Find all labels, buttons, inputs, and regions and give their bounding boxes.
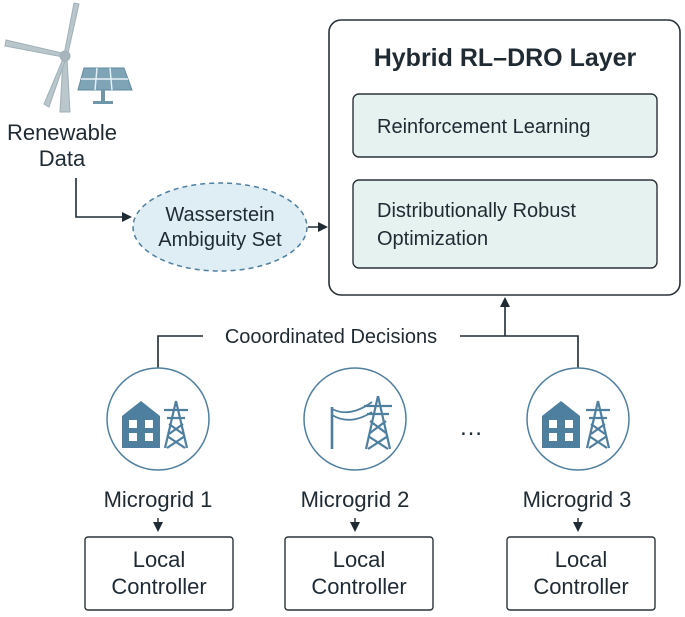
reinforcement-learning-label: Reinforcement Learning — [377, 116, 590, 138]
microgrid-2-label: Microgrid 2 — [301, 487, 410, 512]
local-controller-2-box — [284, 536, 434, 611]
ambiguity-set-ellipse — [132, 182, 308, 272]
local-controller-1-box — [84, 536, 234, 611]
coordination-bus — [157, 335, 579, 371]
dro-label-line2: Optimization — [377, 228, 488, 250]
local-controller-3-box — [506, 536, 656, 611]
wind-turbine-icon — [4, 2, 80, 113]
local-controller-3-label-line1: Local — [555, 547, 608, 572]
dro-label-line1: Distributionally Robust — [377, 200, 576, 222]
local-controller-1-label-line1: Local — [133, 547, 186, 572]
renewable-data-label-line2: Data — [39, 146, 86, 171]
reinforcement-learning-box — [352, 93, 658, 158]
ambiguity-set-label-line2: Ambiguity Set — [158, 229, 282, 251]
more-microgrids-ellipsis: … — [459, 414, 483, 441]
house-tower-icon — [122, 400, 189, 449]
local-controller-3-label-line2: Controller — [533, 574, 628, 599]
dro-box — [352, 179, 658, 269]
renewable-data-label-line1: Renewable — [7, 120, 117, 145]
microgrid-3-label: Microgrid 3 — [523, 487, 632, 512]
renewable-to-ambiguity-connector — [75, 178, 132, 222]
microgrid-1-label: Microgrid 1 — [104, 487, 213, 512]
local-controller-2-label-line2: Controller — [311, 574, 406, 599]
coordinated-decisions-label: Cooordinated Decisions — [225, 326, 437, 348]
solar-panel-icon — [77, 67, 133, 104]
local-controller-2-label-line1: Local — [333, 547, 386, 572]
ambiguity-set-label-line1: Wasserstein — [165, 204, 274, 226]
power-pylon-icon — [330, 395, 392, 450]
local-controller-1-label-line2: Controller — [111, 574, 206, 599]
house-tower-icon — [542, 400, 611, 449]
hybrid-layer-title: Hybrid RL–DRO Layer — [374, 44, 637, 72]
